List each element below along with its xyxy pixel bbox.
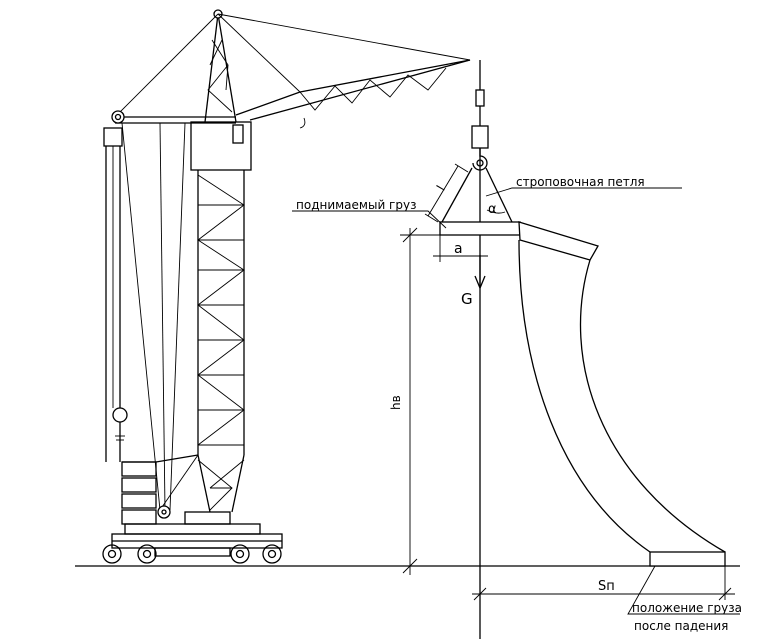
after-fall-label-2: после падения [634,619,728,633]
symbol-angle: α [488,202,497,217]
dimension-h [400,227,440,575]
symbol-fall-distance: Sп [598,579,615,594]
tower-crane [102,9,471,564]
weight-arrow [474,255,486,290]
symbol-weight: G [461,290,473,308]
lifted-load [439,221,521,236]
sling-loop [441,167,513,223]
crane-cabin [190,121,252,171]
symbol-width: a [454,241,463,257]
after-fall-label-1: положение груза [632,601,742,615]
load-after-fall [649,551,726,567]
symbol-height: hв [389,395,403,410]
sling-loop-leader [485,187,682,197]
after-fall-leader [627,565,740,615]
symbol-sling-length: l [434,183,448,193]
dimension-l [424,163,469,223]
hoist-hook [471,60,489,639]
fall-trajectory [518,221,726,567]
sling-loop-label: строповочная петля [516,175,645,189]
lifted-load-label: поднимаемый груз [296,198,416,212]
lifted-load-leader [292,210,447,229]
dimension-s [472,566,735,601]
